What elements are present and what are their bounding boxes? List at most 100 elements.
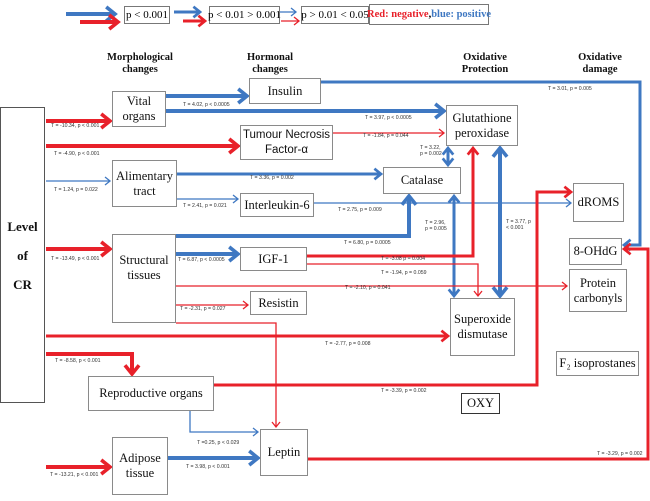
edge-label: T = 2.96, p = 0.005 (425, 220, 447, 232)
edge-label: T = -2.31, p = 0.027 (180, 306, 226, 312)
node-label: IGF-1 (258, 251, 289, 266)
legend-color-key: Red: negative, blue: positive (367, 4, 491, 25)
node-interleukin-6: Interleukin-6 (240, 193, 314, 217)
edge-label: T = -4.90, p < 0.001 (54, 151, 100, 157)
edge-label: T = 4.02, p < 0.0005 (183, 102, 230, 108)
legend-arrow-negative-1-arrowhead-icon (108, 13, 121, 31)
node-label: Alimentary (116, 168, 173, 183)
legend-p-01: p < 0.01 > 0.001 (208, 6, 281, 24)
edge-cr-to-tnf-arrowhead-icon (228, 137, 241, 155)
edge-catalase-to-sod-arrowhead-icon (447, 288, 461, 299)
edge-igf1-to-gpx-arrowhead-icon (466, 145, 480, 156)
edge-label: T = 3.22, p = 0.002 (420, 145, 442, 157)
edge-cr-to-structural-arrowhead-icon (100, 240, 113, 258)
header-line: damage (582, 64, 618, 75)
edge-label: T = -13.49, p < 0.001 (51, 256, 100, 262)
edge-igf1-to-sod-arrowhead-icon (473, 290, 483, 298)
legend-arrow-positive-4-arrowhead-icon (290, 7, 298, 17)
edge-structural-to-protein-arrowhead-icon (561, 281, 569, 291)
node-label: of (17, 247, 28, 263)
edge-label: T = -10.34, p < 0.001 (51, 123, 100, 129)
node-droms: dROMS (573, 183, 624, 222)
edge-label: T = 6.80, p = 0.0005 (344, 240, 391, 246)
edge-alimentary-to-catalase-arrowhead-icon (373, 167, 384, 181)
legend-arrow-positive-2-arrowhead-icon (192, 5, 203, 19)
node-label: Interleukin-6 (244, 197, 310, 212)
node-label: Factor-α (264, 143, 309, 156)
edge-cr-to-reproductive-connector (46, 352, 134, 374)
node-label: Insulin (267, 83, 303, 98)
edge-igf1-to-sod-connector (307, 263, 479, 296)
edge-cr-to-vital-arrowhead-icon (100, 112, 113, 130)
edge-label: T = -3.29, p = 0.002 (597, 451, 643, 457)
node-igf-1: IGF-1 (240, 247, 307, 271)
edge-il6-to-droms-arrowhead-icon (565, 198, 573, 208)
legend-arrow-negative-5-arrowhead-icon (293, 16, 301, 26)
edge-reproductive-to-leptin-connector (189, 411, 258, 433)
node-label: Leptin (267, 445, 301, 459)
edge-structural-to-igf1-arrowhead-icon (228, 245, 241, 263)
node-label: tract (133, 183, 156, 198)
node-label: CR (13, 276, 32, 292)
edge-label: T = -3.39, p = 0.002 (381, 388, 427, 394)
node-label: peroxidase (454, 125, 510, 140)
edge-gpx-to-catalase-arrowhead-icon (441, 157, 455, 168)
edge-cr-to-adipose-arrowhead-icon (100, 458, 113, 476)
edge-reproductive-to-leptin-arrowhead-icon (252, 427, 260, 437)
header-line: Hormonal (246, 52, 294, 63)
edge-catalase-to-sod-arrowhead-icon (447, 193, 461, 204)
node-reproductive-organs: Reproductive organs (88, 376, 214, 411)
edge-reproductive-to-droms-arrowhead-icon (563, 185, 574, 199)
edge-structural-to-resistin-arrowhead-icon (242, 300, 250, 310)
edge-cr-to-alimentary-arrowhead-icon (104, 176, 112, 186)
legend-negative-label: Red: negative (367, 9, 429, 20)
node-8-ohdg: 8-OHdG (569, 238, 622, 265)
edge-label: T = -2.77, p = 0.008 (325, 341, 371, 347)
node-oxy: OXY (461, 393, 500, 414)
node-label: Reproductive organs (99, 386, 203, 400)
edge-label: T = -3.08 p = 0.004 (381, 256, 426, 262)
node-label: 8-OHdG (573, 244, 618, 258)
edge-tnf-to-gpx-arrowhead-icon (438, 128, 446, 138)
edge-gpx-to-sod-arrowhead-icon (491, 145, 509, 158)
node-label: Protein (579, 275, 617, 290)
edge-structural-to-catalase-arrowhead-icon (400, 193, 418, 206)
edge-reproductive-to-droms-connector (214, 190, 571, 387)
node-label: Adipose (119, 451, 161, 465)
edge-cr-to-reproductive-arrowhead-icon (123, 364, 141, 377)
node-leptin: Leptin (260, 429, 308, 476)
edge-adipose-to-leptin-arrowhead-icon (248, 449, 261, 467)
edge-igf1-to-gpx-connector (307, 148, 475, 258)
edge-label: T = -1.94, p = 0.059 (381, 270, 427, 276)
edge-label: T = 3.97, p < 0.0005 (365, 115, 412, 121)
legend-arrow-positive-0-arrowhead-icon (105, 5, 118, 23)
edge-gpx-to-catalase-arrowhead-icon (441, 145, 455, 156)
legend-p-001: p < 0.001 (124, 6, 170, 24)
edge-label: T = 3.36, p = 0.002 (250, 175, 294, 181)
header-line: Protection (461, 64, 509, 75)
node-resistin: Resistin (250, 291, 307, 315)
legend-p-05: p > 0.01 < 0.05 (301, 6, 369, 24)
edge-label: T = 3.77, p < 0.001 (506, 219, 531, 231)
edge-label: T =0.25, p < 0.029 (197, 440, 240, 446)
node-label: Resistin (258, 295, 299, 310)
node-label: Superoxide (454, 312, 511, 326)
edge-label: T = -13.21, p < 0.001 (50, 472, 99, 478)
node-label: Level (7, 218, 38, 234)
node-label: Tumour Necrosis (242, 128, 331, 141)
edge-label: T = 6.87, p < 0.0005 (178, 257, 225, 263)
header-line: Morphological (107, 52, 173, 63)
edge-insulin-to-ohdg-connector (321, 80, 642, 247)
edge-alimentary-to-il6-arrowhead-icon (232, 194, 240, 204)
node-label: Glutathione (452, 110, 512, 125)
edge-structural-to-leptin-arrowhead-icon (271, 421, 281, 429)
